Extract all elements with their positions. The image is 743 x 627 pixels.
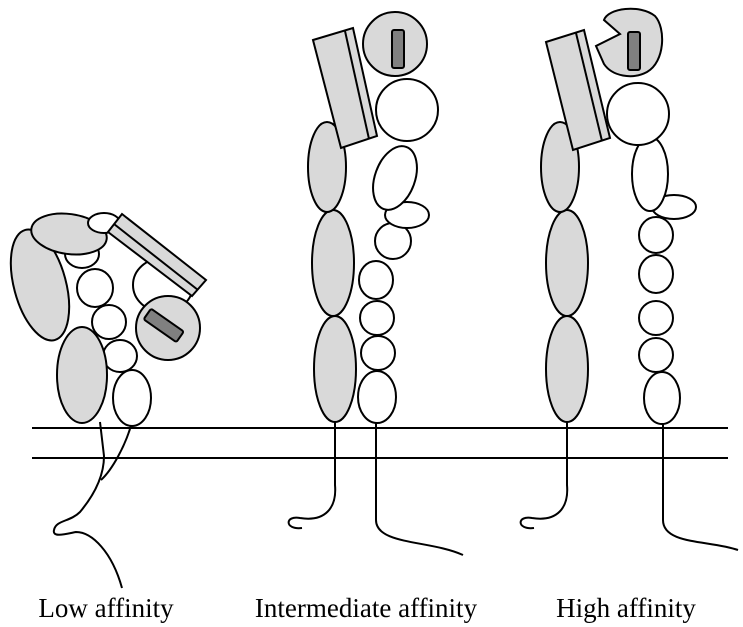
high-ligand-site [628, 32, 640, 70]
high-beta-tail [663, 422, 738, 550]
low-alpha-calf-2 [57, 327, 107, 423]
intermediate-beta-i-like [376, 79, 438, 141]
intermediate-beta-tail [376, 422, 463, 555]
high-beta-egf-1 [639, 217, 673, 253]
intermediate-affinity-label: Intermediate affinity [255, 593, 478, 623]
high-beta-egf-3 [639, 301, 673, 335]
intermediate-beta-egf-3 [360, 301, 394, 335]
low-beta-domain-4 [103, 340, 137, 372]
high-beta-egf-4 [639, 338, 673, 372]
intermediate-alpha-calf-2 [314, 316, 356, 422]
high-alpha-tail [521, 422, 568, 528]
intermediate-beta-egf-2 [359, 261, 393, 299]
intermediate-beta-tail-domain [358, 371, 396, 423]
intermediate-alpha-tail [289, 422, 336, 528]
cell-membrane [32, 428, 728, 458]
high-beta-i-like [607, 83, 669, 145]
intermediate-ligand-site [392, 30, 404, 68]
low-beta-tail [101, 422, 132, 480]
intermediate-beta-egf-4 [361, 336, 395, 370]
low-affinity-integrin [0, 209, 206, 588]
low-affinity-label: Low affinity [38, 593, 174, 623]
low-alpha-tail [54, 422, 122, 588]
high-affinity-integrin [521, 9, 738, 550]
intermediate-alpha-calf-1 [312, 210, 354, 316]
high-beta-egf-2 [639, 255, 673, 293]
intermediate-affinity-integrin [289, 12, 463, 555]
low-beta-domain-2 [77, 269, 113, 307]
high-affinity-label: High affinity [556, 593, 696, 623]
high-beta-hybrid [632, 137, 668, 211]
high-alpha-calf-1 [546, 210, 588, 316]
low-beta-domain-3 [92, 305, 126, 339]
high-alpha-calf-2 [546, 316, 588, 422]
high-beta-tail-domain [644, 372, 680, 424]
low-beta-domain-5 [113, 370, 151, 426]
